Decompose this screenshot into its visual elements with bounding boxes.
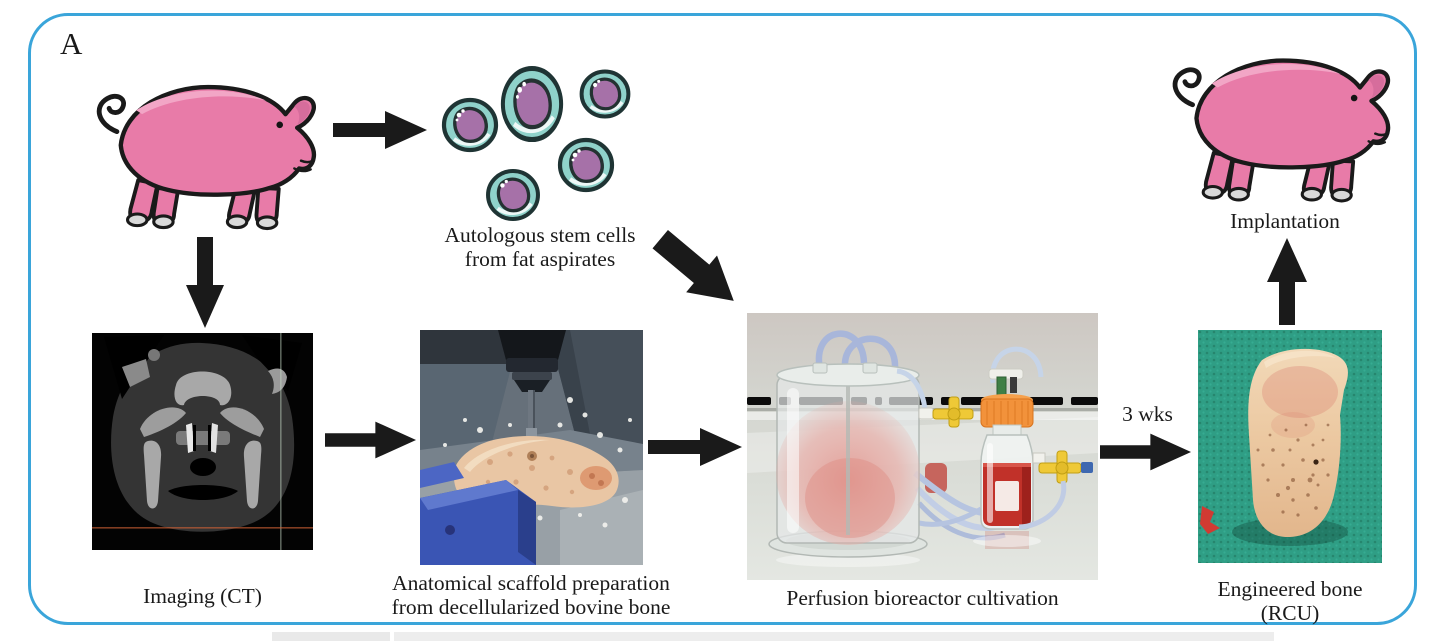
bioreactor-photo bbox=[747, 313, 1098, 580]
panel-label: A bbox=[60, 26, 83, 61]
milling-photo bbox=[420, 330, 643, 565]
arrow-up-icon bbox=[1267, 238, 1307, 325]
arrow-right-icon bbox=[1100, 433, 1192, 471]
engineered-bone-caption-line1: Engineered bone bbox=[1217, 577, 1363, 601]
engineered-bone-photo bbox=[1198, 330, 1382, 563]
scaffold-caption-line1: Anatomical scaffold preparation bbox=[392, 571, 670, 595]
source-pig-icon bbox=[96, 84, 317, 231]
stem-cells-caption-line1: Autologous stem cells bbox=[444, 223, 636, 247]
ct-scan-image bbox=[92, 333, 313, 550]
implantation-caption: Implantation bbox=[1230, 209, 1340, 233]
engineered-bone-caption: Engineered bone (RCU) bbox=[1190, 577, 1390, 625]
arrow-right-icon bbox=[333, 111, 427, 149]
scaffold-caption: Anatomical scaffold preparation from dec… bbox=[385, 571, 677, 619]
arrow-right-icon bbox=[325, 421, 417, 459]
cropped-panel-strip bbox=[272, 632, 390, 641]
stem-cells-icon bbox=[441, 65, 631, 222]
engineered-bone-caption-line2: (RCU) bbox=[1260, 601, 1320, 625]
cultivation-time-label: 3 wks bbox=[1122, 402, 1173, 426]
scaffold-caption-line2: from decellularized bovine bone bbox=[391, 595, 671, 619]
panel-frame bbox=[28, 13, 1417, 625]
stem-cells-caption: Autologous stem cells from fat aspirates bbox=[408, 223, 672, 271]
cropped-panel-strip bbox=[394, 632, 1274, 641]
arrow-diagonal-icon bbox=[652, 229, 734, 301]
arrow-right-icon bbox=[648, 428, 742, 466]
imaging-caption: Imaging (CT) bbox=[143, 584, 262, 608]
stem-cells-caption-line2: from fat aspirates bbox=[464, 247, 616, 271]
arrow-down-icon bbox=[186, 237, 224, 328]
bioreactor-caption: Perfusion bioreactor cultivation bbox=[786, 586, 1059, 610]
recipient-pig-icon bbox=[1172, 58, 1391, 203]
